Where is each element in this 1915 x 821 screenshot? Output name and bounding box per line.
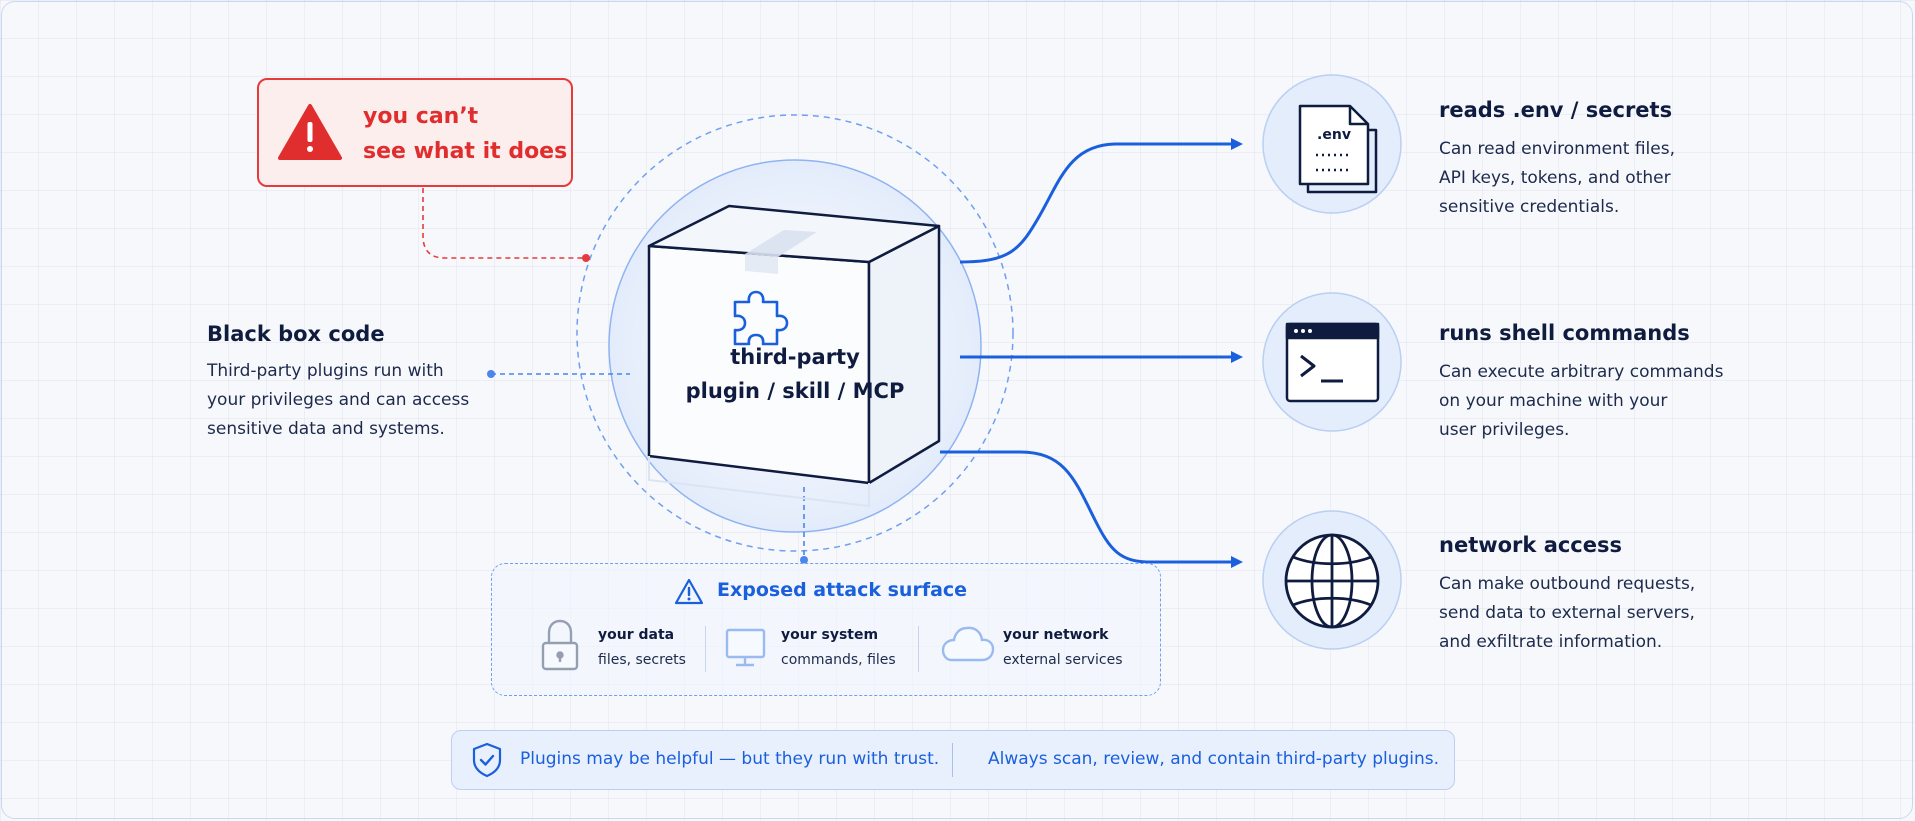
footer-left-text: Plugins may be helpful — but they run wi…: [520, 749, 940, 769]
env-file-label: .env: [1317, 127, 1351, 143]
globe-icon: [1284, 533, 1380, 629]
surface-network-label: your network: [1003, 627, 1109, 643]
surface-data-label: your data: [598, 627, 675, 643]
footer-divider: [952, 743, 953, 777]
threat-line: API keys, tokens, and other: [1439, 168, 1671, 188]
threat-line: and exfiltrate information.: [1439, 632, 1663, 652]
threat-shell-title: runs shell commands: [1439, 321, 1690, 345]
black-box-line: Third-party plugins run with: [207, 361, 444, 381]
terminal-icon: [1285, 322, 1380, 403]
threat-network-description: Can make outbound requests, send data to…: [1439, 570, 1695, 657]
threat-line: send data to external servers,: [1439, 603, 1695, 623]
threat-network-title: network access: [1439, 533, 1623, 557]
threat-line: sensitive credentials.: [1439, 197, 1620, 217]
arrow-to-secrets: [959, 138, 1243, 264]
warning-connector: [422, 188, 586, 259]
attack-surface-panel: [491, 563, 1161, 696]
warning-connector-dot: [582, 254, 590, 262]
plugin-box-label-line-1: third-party: [730, 345, 860, 369]
env-file-icon: .env: [1298, 104, 1378, 194]
surface-data-sub: files, secrets: [598, 652, 686, 668]
threat-shell-description: Can execute arbitrary commands on your m…: [1439, 358, 1723, 445]
threat-line: Can read environment files,: [1439, 139, 1675, 159]
footer-right-text: Always scan, review, and contain third-p…: [988, 749, 1440, 769]
threat-line: user privileges.: [1439, 420, 1570, 440]
plugin-box: [647, 204, 941, 508]
threat-line: Can make outbound requests,: [1439, 574, 1696, 594]
black-box-title: Black box code: [207, 322, 385, 346]
surface-divider: [705, 626, 706, 672]
attack-connector-dot: [800, 556, 808, 564]
warning-text: you can’t see what it does: [363, 99, 567, 169]
footer-banner: [451, 730, 1455, 790]
blackbox-connector-dot: [487, 370, 495, 378]
threat-line: Can execute arbitrary commands: [1439, 362, 1724, 382]
shield-check-icon: [472, 742, 502, 778]
threat-line: on your machine with your: [1439, 391, 1668, 411]
arrow-to-network: [940, 450, 1243, 568]
surface-divider: [918, 626, 919, 672]
plugin-box-label: third-party plugin / skill / MCP: [650, 340, 940, 408]
threat-secrets-description: Can read environment files, API keys, to…: [1439, 135, 1675, 222]
outer-dashed-ring: [576, 114, 1014, 552]
surface-network-sub: external services: [1003, 652, 1123, 668]
attack-warning-icon: [674, 578, 704, 605]
black-box-description: Third-party plugins run with your privil…: [207, 357, 469, 444]
surface-system-sub: commands, files: [781, 652, 896, 668]
plugin-box-label-line-2: plugin / skill / MCP: [685, 379, 905, 403]
warning-line-1: you can’t: [363, 104, 479, 129]
threat-secrets-title: reads .env / secrets: [1439, 98, 1673, 122]
surface-system-label: your system: [781, 627, 879, 643]
attack-surface-title: Exposed attack surface: [717, 579, 968, 601]
black-box-line: sensitive data and systems.: [207, 419, 445, 439]
puzzle-icon: [733, 290, 789, 346]
warning-triangle-icon: [278, 104, 342, 160]
warning-line-2: see what it does: [363, 139, 568, 164]
black-box-line: your privileges and can access: [207, 390, 470, 410]
